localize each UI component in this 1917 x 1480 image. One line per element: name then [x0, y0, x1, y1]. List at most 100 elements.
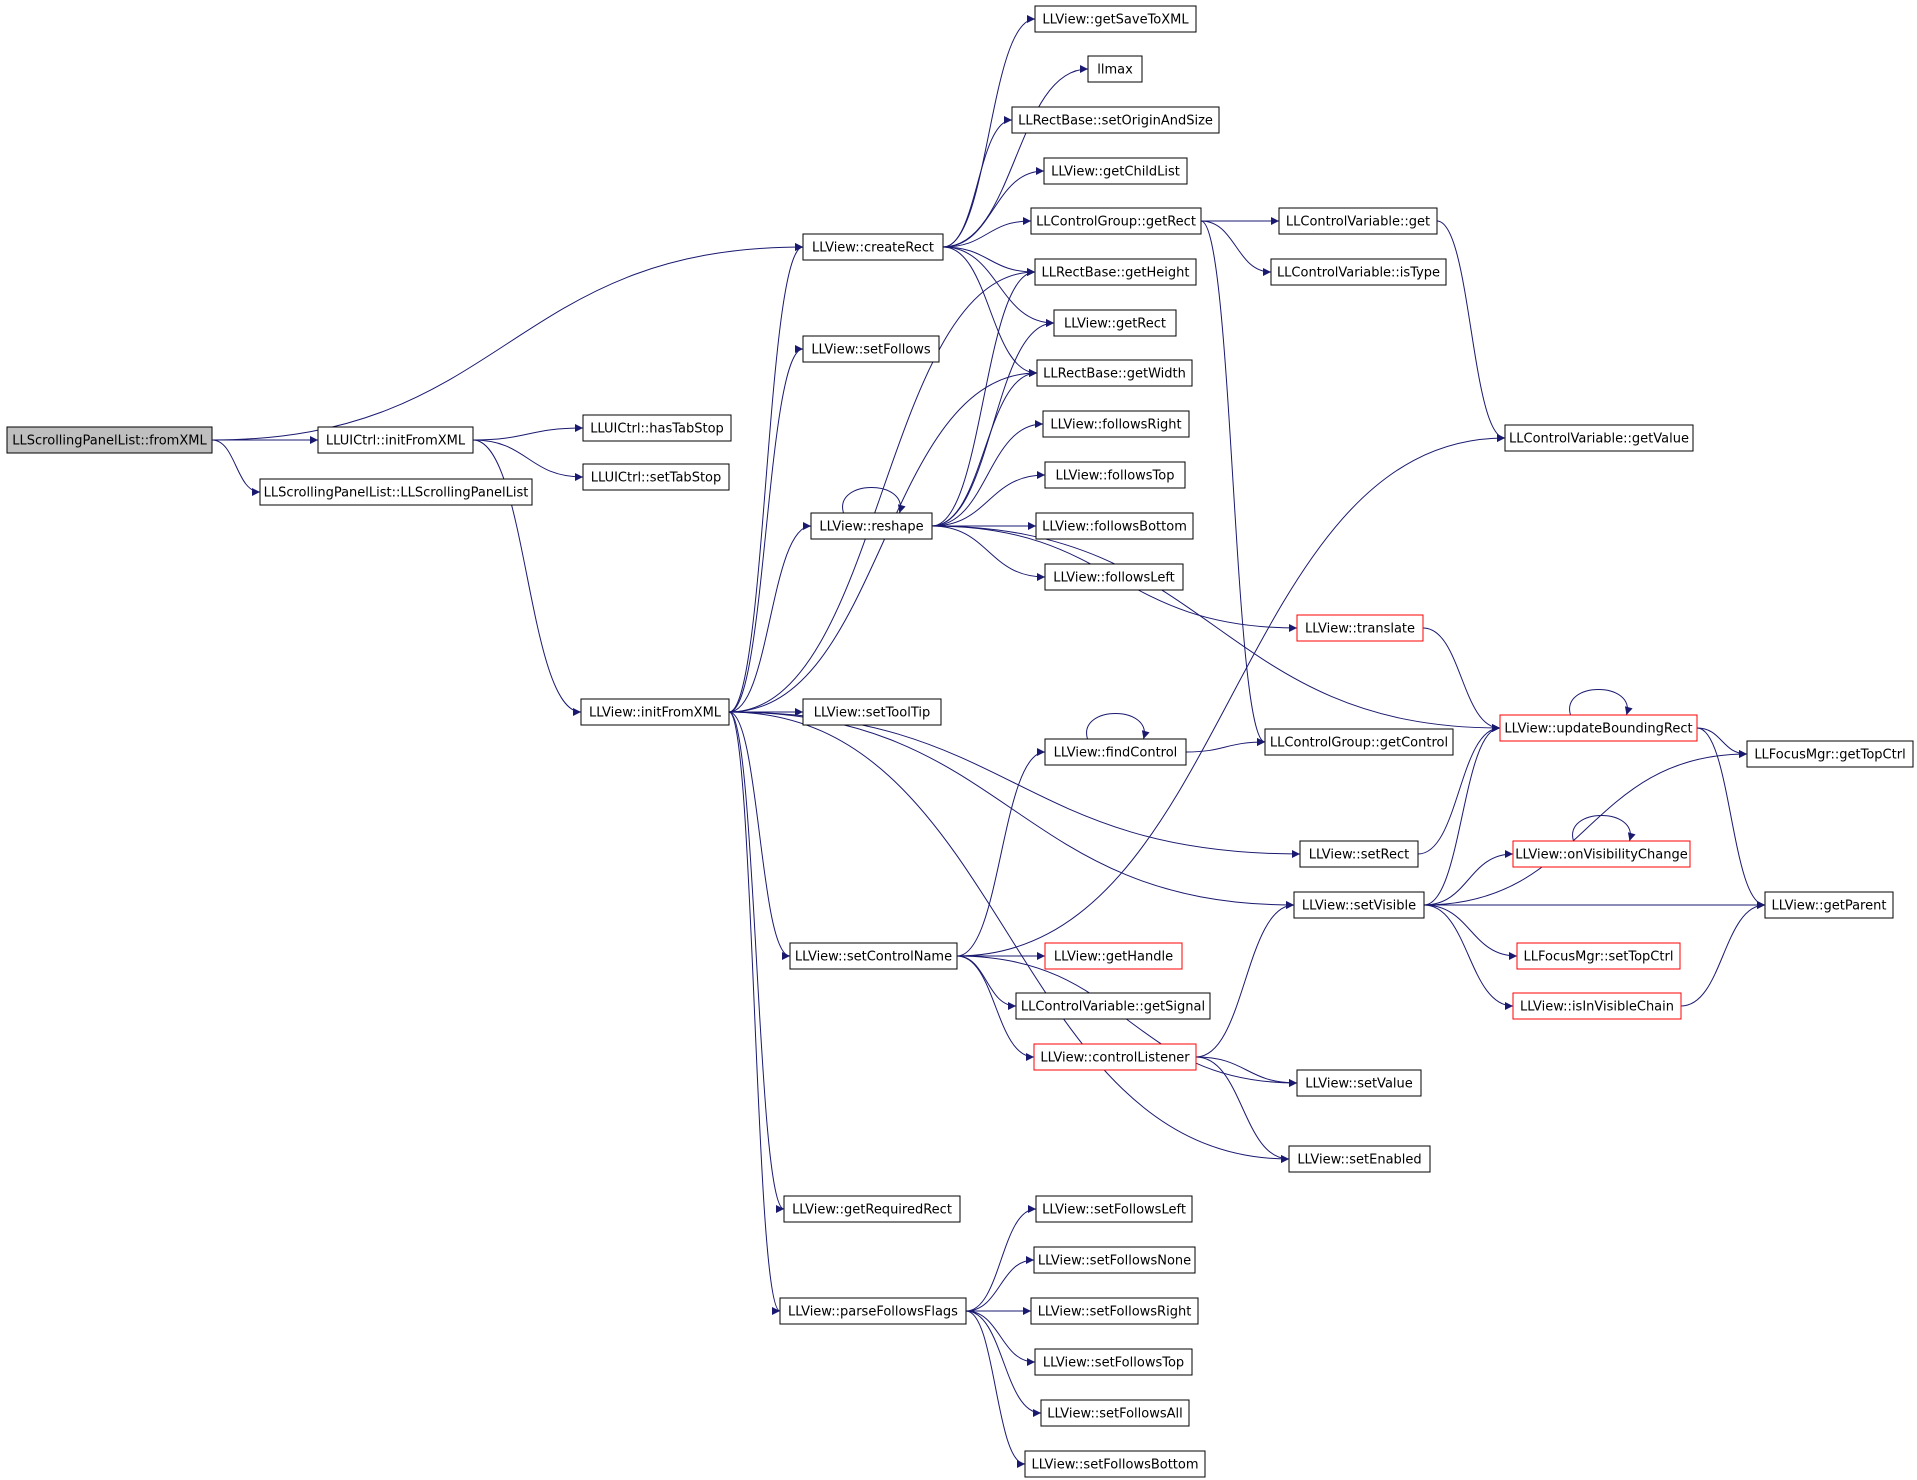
node-box	[1499, 714, 1698, 742]
node-label: LLUICtrl::initFromXML	[326, 434, 466, 449]
node-llcontrolvariable-getsignal[interactable]: LLControlVariable::getSignal	[1015, 992, 1211, 1020]
node-llview-getchildlist[interactable]: LLView::getChildList	[1043, 157, 1188, 185]
node-llview-getparent[interactable]: LLView::getParent	[1764, 891, 1894, 919]
edge-llview-initfromxml-to-llview-parsefollowsflags	[728, 711, 781, 1315]
node-label: LLFocusMgr::setTopCtrl	[1524, 950, 1674, 965]
node-llview-setfollowsall[interactable]: LLView::setFollowsAll	[1040, 1399, 1190, 1427]
node-box	[1040, 1399, 1190, 1427]
node-llview-updateboundingrect[interactable]: LLView::updateBoundingRect	[1499, 714, 1698, 742]
node-box	[1299, 840, 1419, 868]
node-llfocusmgr-settopctrl[interactable]: LLFocusMgr::setTopCtrl	[1516, 942, 1681, 970]
node-llcontrolgroup-getcontrol[interactable]: LLControlGroup::getControl	[1264, 728, 1454, 756]
node-llview-isinvisiblechain[interactable]: LLView::isInVisibleChain	[1512, 992, 1682, 1020]
node-llview-followsbottom[interactable]: LLView::followsBottom	[1035, 512, 1194, 540]
node-llcontrolvariable-getvalue[interactable]: LLControlVariable::getValue	[1504, 424, 1694, 452]
node-llcontrolgroup-getrect[interactable]: LLControlGroup::getRect	[1030, 207, 1202, 235]
edge-llview-isinvisiblechain-to-llview-getparent	[1680, 901, 1766, 1007]
node-llrectbase-getwidth[interactable]: LLRectBase::getWidth	[1036, 359, 1193, 387]
node-llview-settooltip[interactable]: LLView::setToolTip	[802, 698, 942, 726]
node-label: LLView::setRect	[1309, 848, 1410, 863]
edge-llview-parsefollowsflags-to-llview-setfollowsbottom	[965, 1310, 1026, 1468]
node-llview-getrequiredrect[interactable]: LLView::getRequiredRect	[783, 1195, 961, 1223]
node-label: LLView::setFollowsBottom	[1031, 1458, 1198, 1473]
node-lluictrl-hastabstop[interactable]: LLUICtrl::hasTabStop	[582, 414, 732, 442]
edge-llview-initfromxml-to-llview-getrequiredrect	[728, 711, 785, 1213]
node-llview-getrect[interactable]: LLView::getRect	[1053, 309, 1177, 337]
node-label: LLScrollingPanelList::LLScrollingPanelLi…	[264, 486, 529, 501]
node-llcontrolvariable-istype[interactable]: LLControlVariable::isType	[1270, 258, 1447, 286]
node-box	[1034, 258, 1197, 286]
node-llview-followstop[interactable]: LLView::followsTop	[1044, 461, 1186, 489]
node-box	[1033, 1246, 1196, 1274]
node-llfocusmgr-gettopctrl[interactable]: LLFocusMgr::getTopCtrl	[1746, 740, 1914, 768]
edge-lluictrl-initfromxml-to-llview-initfromxml	[472, 439, 582, 716]
node-llview-gethandle[interactable]: LLView::getHandle	[1044, 942, 1183, 970]
node-llview-findcontrol[interactable]: LLView::findControl	[1044, 738, 1187, 766]
node-box	[779, 1297, 967, 1325]
edge-llview-reshape-to-llview-followstop	[931, 471, 1046, 527]
node-llview-setfollowsnone[interactable]: LLView::setFollowsNone	[1033, 1246, 1196, 1274]
node-llview-initfromxml[interactable]: LLView::initFromXML	[580, 698, 730, 726]
edge-llview-createrect-to-llrectbase-getheight	[942, 246, 1036, 276]
edge-llview-parsefollowsflags-to-llview-setfollowstop	[965, 1310, 1036, 1366]
node-label: LLView::setVisible	[1302, 899, 1416, 914]
node-llrectbase-getheight[interactable]: LLRectBase::getHeight	[1034, 258, 1197, 286]
node-label: llmax	[1097, 63, 1133, 78]
node-label: LLView::setControlName	[795, 950, 952, 965]
node-label: LLView::createRect	[812, 241, 934, 256]
node-llview-setenabled[interactable]: LLView::setEnabled	[1288, 1145, 1431, 1173]
edge-llview-updateboundingrect-to-llview-getparent	[1696, 727, 1766, 909]
node-llview-followsright[interactable]: LLView::followsRight	[1042, 410, 1190, 438]
edge-llview-setrect-to-llview-updateboundingrect	[1417, 724, 1501, 855]
edge-llview-parsefollowsflags-to-llview-setfollowsnone	[965, 1256, 1035, 1312]
node-box	[1053, 309, 1177, 337]
node-box	[1512, 992, 1682, 1020]
node-llscrollingpanellist-fromxml[interactable]: LLScrollingPanelList::fromXML	[6, 426, 213, 454]
edge-llview-parsefollowsflags-to-llview-setfollowsleft	[965, 1205, 1037, 1312]
node-llview-setrect[interactable]: LLView::setRect	[1299, 840, 1419, 868]
node-llview-setcontrolname[interactable]: LLView::setControlName	[789, 942, 958, 970]
edge-llview-onvisibilitychange-to-llview-onvisibilitychange	[1572, 815, 1636, 842]
node-llview-setvisible[interactable]: LLView::setVisible	[1293, 891, 1425, 919]
node-llview-reshape[interactable]: LLView::reshape	[810, 512, 933, 540]
node-llrectbase-setoriginandsize[interactable]: LLRectBase::setOriginAndSize	[1011, 106, 1220, 134]
edge-llview-findcontrol-to-llcontrolgroup-getcontrol	[1185, 738, 1266, 753]
node-llmax[interactable]: llmax	[1087, 55, 1143, 83]
node-llscrollingpanellist-llscrollingpanellist[interactable]: LLScrollingPanelList::LLScrollingPanelLi…	[259, 478, 533, 506]
node-llview-setfollowstop[interactable]: LLView::setFollowsTop	[1034, 1348, 1193, 1376]
node-label: LLView::setFollowsAll	[1047, 1407, 1183, 1422]
node-llcontrolvariable-get[interactable]: LLControlVariable::get	[1278, 207, 1438, 235]
node-llview-translate[interactable]: LLView::translate	[1296, 614, 1424, 642]
node-lluictrl-settabstop[interactable]: LLUICtrl::setTabStop	[582, 463, 730, 491]
edge-llview-createrect-to-llview-getchildlist	[942, 167, 1045, 248]
node-llview-setfollows[interactable]: LLView::setFollows	[802, 335, 940, 363]
node-box	[582, 414, 732, 442]
edge-lluictrl-initfromxml-to-lluictrl-hastabstop	[472, 424, 584, 441]
node-label: LLView::setFollows	[811, 343, 931, 358]
node-llview-setfollowsleft[interactable]: LLView::setFollowsLeft	[1035, 1195, 1193, 1223]
edge-llview-reshape-to-llview-followsleft	[931, 525, 1046, 581]
node-label: LLView::translate	[1305, 622, 1415, 637]
edge-llview-initfromxml-to-llview-setenabled	[728, 711, 1290, 1163]
node-label: LLView::isInVisibleChain	[1520, 1000, 1674, 1015]
node-label: LLView::setFollowsNone	[1038, 1254, 1191, 1269]
node-box	[1011, 106, 1220, 134]
node-label: LLControlVariable::getValue	[1509, 432, 1689, 447]
node-llview-onvisibilitychange[interactable]: LLView::onVisibilityChange	[1512, 840, 1691, 868]
node-llview-getsavetoxml[interactable]: LLView::getSaveToXML	[1034, 5, 1197, 33]
node-label: LLRectBase::setOriginAndSize	[1018, 114, 1213, 129]
node-label: LLView::initFromXML	[589, 706, 722, 721]
node-llview-parsefollowsflags[interactable]: LLView::parseFollowsFlags	[779, 1297, 967, 1325]
node-llview-setfollowsright[interactable]: LLView::setFollowsRight	[1030, 1297, 1199, 1325]
node-llview-setfollowsbottom[interactable]: LLView::setFollowsBottom	[1024, 1450, 1206, 1478]
node-box	[1764, 891, 1894, 919]
edge-llview-createrect-to-llrectbase-setoriginandsize	[942, 116, 1013, 248]
node-llview-createrect[interactable]: LLView::createRect	[802, 233, 944, 261]
edge-llview-createrect-to-llcontrolgroup-getrect	[942, 217, 1032, 248]
node-box	[783, 1195, 961, 1223]
node-llview-controllistener[interactable]: LLView::controlListener	[1033, 1043, 1197, 1071]
node-llview-followsleft[interactable]: LLView::followsLeft	[1044, 563, 1184, 591]
node-llview-setvalue[interactable]: LLView::setValue	[1296, 1069, 1422, 1097]
node-lluictrl-initfromxml[interactable]: LLUICtrl::initFromXML	[317, 426, 474, 454]
edge-llview-controllistener-to-llview-setvalue	[1195, 1056, 1298, 1087]
